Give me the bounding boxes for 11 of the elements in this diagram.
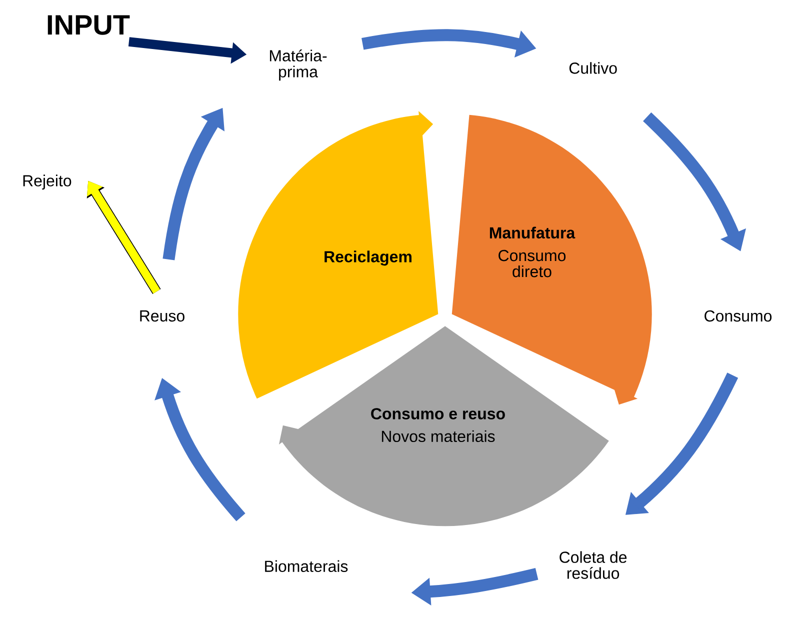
stage-label: Biomaterais <box>265 560 348 572</box>
pie-sector: Consumo e reuso Novos materiais <box>278 326 609 526</box>
pie-sector: Manufatura Consumo direto <box>452 114 652 405</box>
stage-label: Reuso <box>140 310 184 322</box>
stage-label: Coleta de resíduo <box>560 551 627 579</box>
stage-label: Consumo <box>704 310 772 322</box>
stage-label: Rejeito <box>23 174 72 190</box>
pie-sector: Reciclagem <box>238 111 438 399</box>
stage-label: Matéria-prima <box>270 49 327 81</box>
stage-label: Cultivo <box>569 62 617 74</box>
title-label: INPUT <box>48 15 130 35</box>
